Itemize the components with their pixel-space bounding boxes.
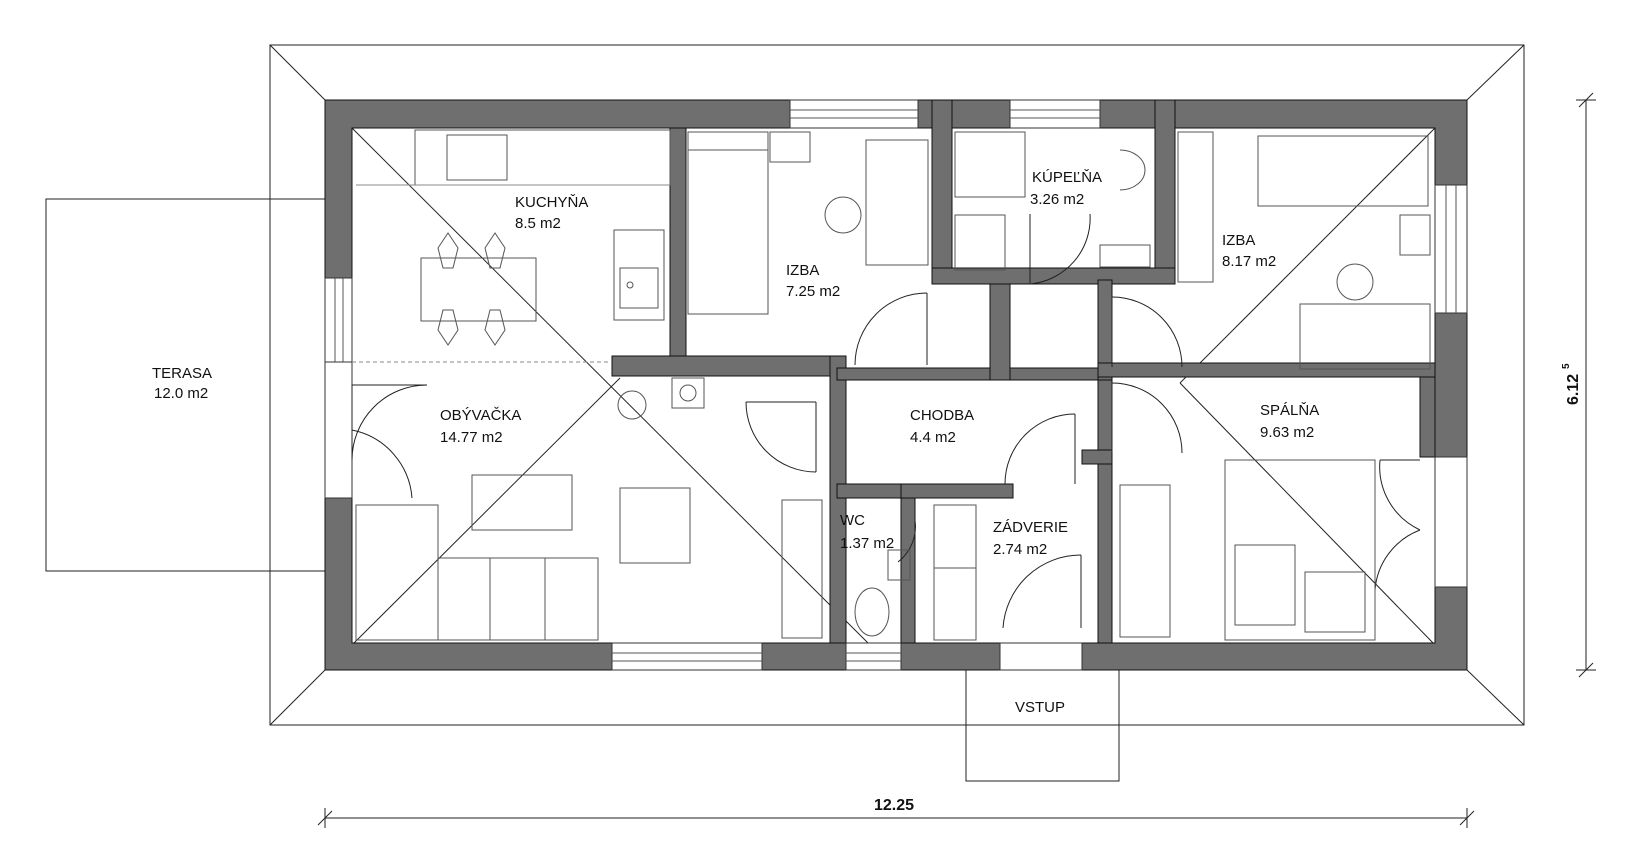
room-area-obyvacka: 14.77 m2 (440, 429, 503, 446)
kitchen-furniture (352, 129, 671, 363)
room-labels: TERASA 12.0 m2 KUCHYŇA 8.5 m2 IZBA 7.25 … (152, 169, 1319, 716)
depth-dimension-value: 6.12 (1565, 374, 1582, 405)
bathroom-fixtures (954, 131, 1151, 271)
room-name-kupelna: KÚPEĽŇA (1032, 169, 1102, 186)
room-name-obyvacka: OBÝVAČKA (440, 407, 521, 424)
room-area-zadverie: 2.74 m2 (993, 541, 1047, 558)
room-area-kuchyna: 8.5 m2 (515, 215, 561, 232)
roof-outline (269, 44, 1525, 726)
room-area-izba-2: 8.17 m2 (1222, 253, 1276, 270)
room2-furniture (1177, 131, 1431, 370)
width-dimension-value: 12.25 (874, 797, 914, 814)
width-dimension: 12.25 (317, 797, 1475, 828)
room-area-terasa: 12.0 m2 (154, 385, 208, 402)
windows (324, 99, 1468, 671)
room-name-chodba: CHODBA (910, 407, 974, 424)
door-swings (351, 213, 1421, 629)
room-name-terasa: TERASA (152, 365, 212, 382)
depth-dimension-superscript: 5 (1561, 363, 1572, 369)
room-name-izba-2: IZBA (1222, 232, 1255, 249)
hall-and-bedroom-furniture (933, 459, 1376, 641)
room-name-zadverie: ZÁDVERIE (993, 519, 1068, 536)
depth-dimension: 6.12 5 (1561, 92, 1596, 678)
room-name-izba-1: IZBA (786, 262, 819, 279)
interior-walls (611, 99, 1436, 644)
room-area-chodba: 4.4 m2 (910, 429, 956, 446)
roof-hip-lines (351, 127, 1436, 646)
room-area-kupelna: 3.26 m2 (1030, 191, 1084, 208)
room-name-vstup: VSTUP (1015, 699, 1065, 716)
room1-furniture (687, 131, 929, 315)
room-area-izba-1: 7.25 m2 (786, 283, 840, 300)
room-area-spalna: 9.63 m2 (1260, 424, 1314, 441)
wc-fixtures (854, 549, 911, 637)
livingroom-furniture (355, 377, 823, 641)
room-area-wc: 1.37 m2 (840, 535, 894, 552)
room-name-spalna: SPÁLŇA (1260, 402, 1319, 419)
room-name-kuchyna: KUCHYŇA (515, 194, 588, 211)
room-name-wc: WC (840, 512, 865, 529)
